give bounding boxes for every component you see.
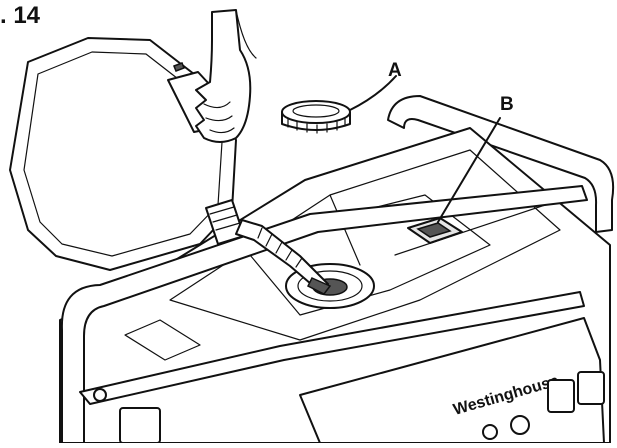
outlet-1 — [547, 379, 575, 413]
fuel-cap — [281, 100, 351, 134]
frame-front-tube — [60, 185, 588, 444]
callout-a-letter: A — [388, 60, 402, 81]
fuel-gauge — [407, 217, 463, 244]
control-panel: Westinghouse — [93, 317, 605, 444]
fuel-can — [9, 37, 245, 271]
hand — [195, 9, 257, 143]
callout-b: B — [437, 94, 514, 223]
figure-number: . 14 — [0, 2, 41, 29]
bolt — [93, 388, 107, 402]
panel-knob-2 — [482, 424, 498, 440]
fuel-spout — [235, 219, 332, 295]
outlet-2 — [577, 371, 605, 405]
callout-a: A — [349, 60, 402, 111]
engine-cover — [119, 407, 161, 444]
panel-knob — [510, 415, 530, 435]
callout-b-letter: B — [500, 94, 514, 115]
